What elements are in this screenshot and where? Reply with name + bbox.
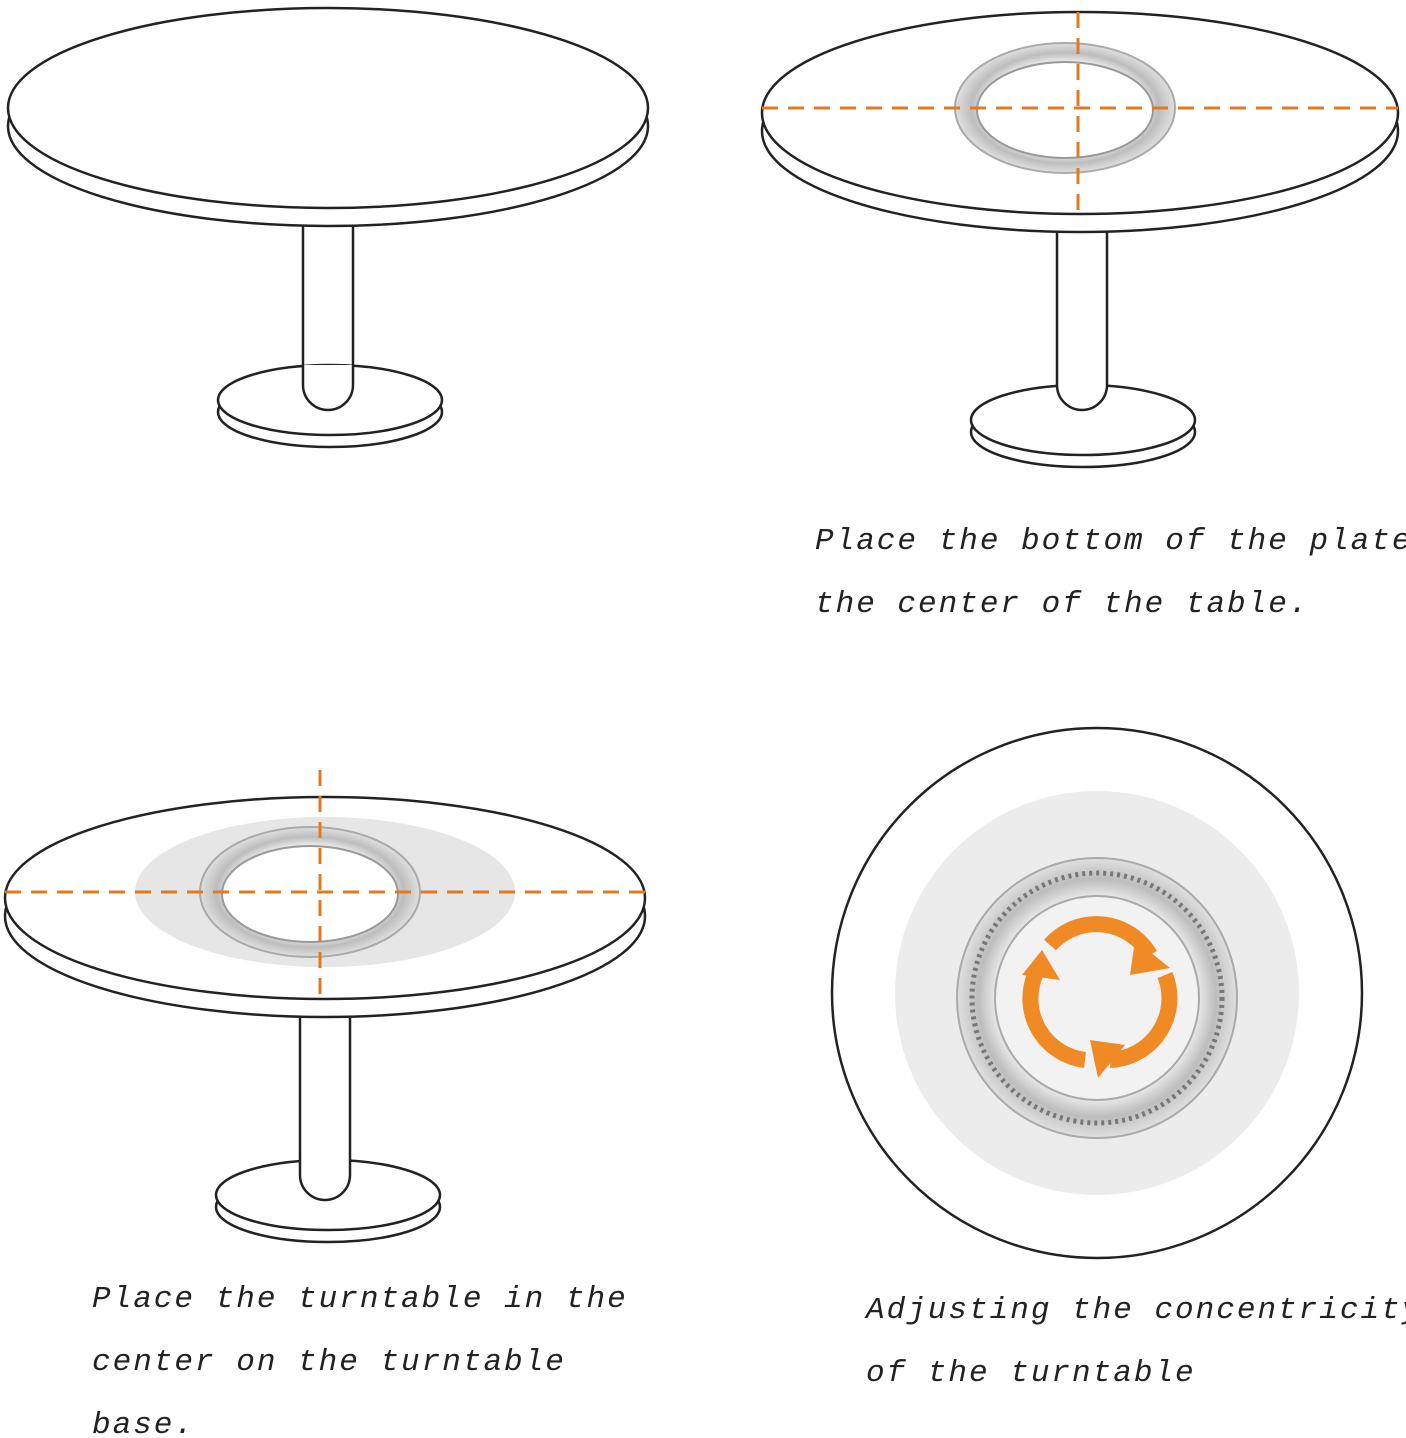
table-with-turntable-centered	[3, 770, 647, 1244]
caption-step-2: Place the bottom of the plate in the cen…	[815, 510, 1406, 636]
caption-step-3: Place the turntable in the center on the…	[92, 1268, 628, 1438]
caption-step-4: Adjusting the concentricity of the turnt…	[866, 1279, 1406, 1405]
caption-line: center on the turntable	[92, 1345, 566, 1380]
caption-line: Place the bottom of the plate in	[815, 524, 1406, 559]
table-with-turntable-bottom	[760, 10, 1400, 469]
caption-line: of the turntable	[866, 1356, 1196, 1391]
caption-line: base.	[92, 1408, 196, 1438]
caption-line: Place the turntable in the	[92, 1282, 628, 1317]
table-plain	[6, 6, 650, 449]
rotate-arrows-icon	[1022, 916, 1178, 1068]
caption-line: Adjusting the concentricity	[866, 1293, 1406, 1328]
turntable-top-view	[830, 726, 1364, 1260]
caption-line: the center of the table.	[815, 587, 1310, 622]
